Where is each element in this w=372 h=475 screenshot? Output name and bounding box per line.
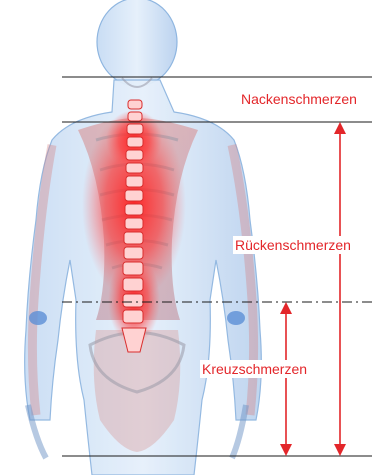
arrow-back-head-top [334, 122, 346, 134]
arrow-low-head-top [280, 302, 292, 314]
label-lower-back-pain: Kreuzschmerzen [200, 360, 309, 378]
label-neck-pain: Nackenschmerzen [239, 90, 359, 108]
range-arrows [280, 122, 346, 456]
arrow-back-head-bottom [334, 444, 346, 456]
arrow-low-head-bottom [280, 444, 292, 456]
label-back-pain: Rückenschmerzen [233, 236, 353, 254]
